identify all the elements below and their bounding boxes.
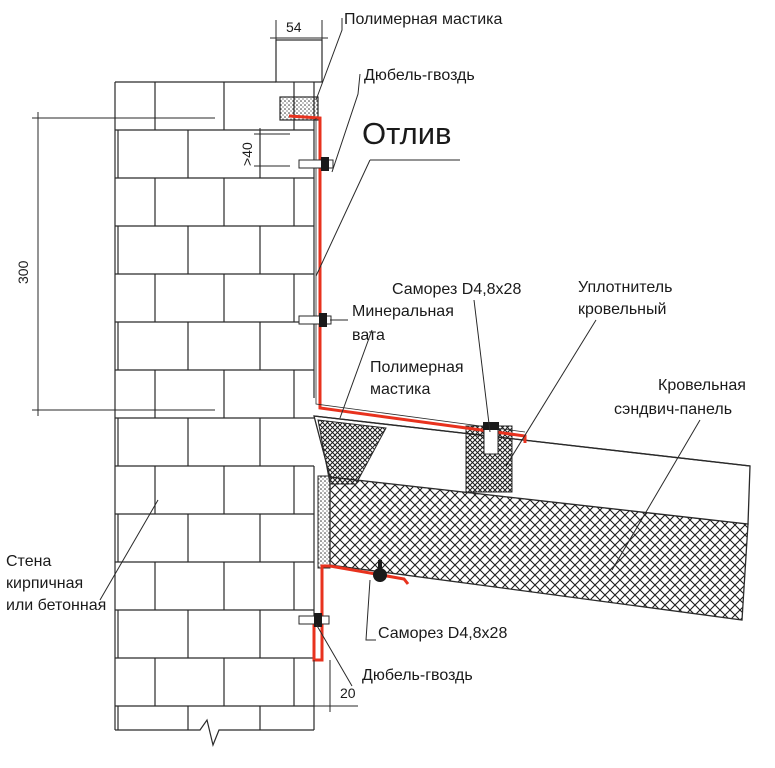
flashing-profile bbox=[288, 114, 527, 662]
label-wall-line3: или бетонная bbox=[6, 597, 106, 614]
label-sealant-line2: кровельный bbox=[578, 301, 666, 318]
flashing-outline bbox=[315, 118, 526, 433]
label-flashing: Отлив bbox=[362, 116, 452, 151]
label-screw-top: Саморез D4,8х28 bbox=[392, 281, 521, 298]
label-panel-line1: Кровельная bbox=[658, 377, 746, 394]
mineral-wool bbox=[317, 419, 387, 569]
label-mastic-top: Полимерная мастика bbox=[344, 11, 502, 28]
dim-height: 300 bbox=[15, 260, 31, 284]
label-panel-line2: сэндвич-панель bbox=[614, 401, 732, 418]
dim-bottom-gap: 20 bbox=[340, 685, 356, 701]
leader-lines bbox=[99, 18, 701, 687]
label-wall-line2: кирпичная bbox=[6, 575, 83, 592]
brick-wall bbox=[114, 81, 315, 747]
dowel-nail-bottom bbox=[298, 613, 330, 627]
dowel-nail-mid bbox=[298, 313, 332, 327]
dim-top-width: 54 bbox=[286, 19, 302, 35]
label-wool-line1: Минеральная bbox=[352, 303, 454, 320]
dim-gap: >40 bbox=[239, 142, 255, 166]
screw-bottom bbox=[373, 560, 387, 582]
label-wool-line2: вата bbox=[352, 327, 385, 344]
dowel-nail-top bbox=[298, 157, 334, 171]
label-dowel-top: Дюбель-гвоздь bbox=[364, 67, 475, 84]
label-mastic-mid-line1: Полимерная bbox=[370, 359, 464, 376]
label-screw-bottom: Саморез D4,8х28 bbox=[378, 625, 507, 642]
label-sealant-line1: Уплотнитель bbox=[578, 279, 672, 296]
label-mastic-mid-line2: мастика bbox=[370, 381, 431, 398]
top-brick bbox=[275, 39, 323, 121]
screw-top bbox=[483, 422, 499, 455]
label-dowel-bottom: Дюбель-гвоздь bbox=[362, 667, 473, 684]
label-wall-line1: Стена bbox=[6, 553, 51, 570]
dimension-lines bbox=[32, 20, 358, 712]
